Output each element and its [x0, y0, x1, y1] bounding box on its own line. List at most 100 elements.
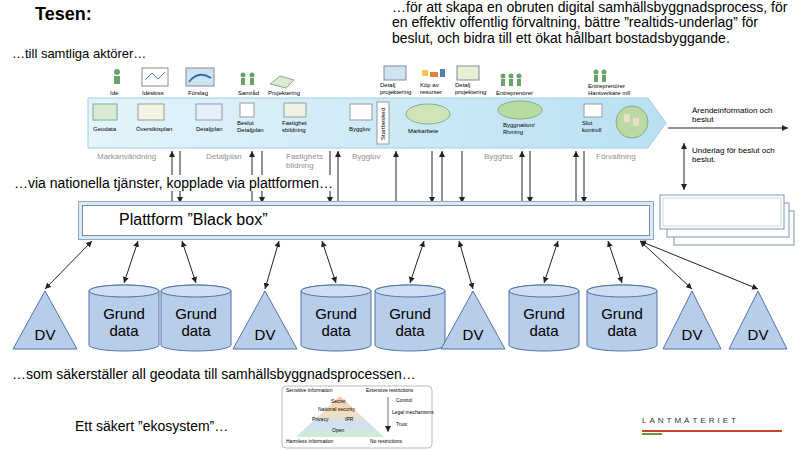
- process-icon: [250, 78, 254, 85]
- process-icon: [602, 75, 606, 82]
- node-text: Grund data: [382, 305, 438, 340]
- step-label: Markarbete: [408, 128, 438, 135]
- process-icon: [384, 66, 406, 80]
- process-icon: [93, 66, 648, 144]
- step-label: Startbesked: [380, 108, 387, 140]
- data-host-triangle: DV: [12, 290, 78, 350]
- database-cylinder: Grund data: [160, 284, 232, 352]
- pyramid-label: No restrictions: [370, 439, 402, 445]
- intro-text: …till samtliga aktörer…: [12, 47, 146, 62]
- pyramid-label: Legal mechanisms: [392, 410, 434, 416]
- cylinder-top: [301, 285, 371, 297]
- intro-text: …som säkerställer all geodata till samhä…: [12, 366, 416, 382]
- triangle-shape: [663, 291, 721, 349]
- triangle-shape: [233, 291, 297, 349]
- process-icon: [250, 73, 255, 78]
- band-platform-arrow: [522, 151, 523, 203]
- process-icon: [517, 74, 522, 79]
- cylinder-shape: [509, 285, 579, 351]
- process-band: [88, 98, 666, 148]
- process-band: [88, 98, 666, 148]
- process-icon: [509, 79, 513, 86]
- node-text: Grund data: [308, 305, 364, 340]
- process-icon: [114, 76, 120, 84]
- step-label: Slut kontroll: [582, 120, 608, 134]
- goal-text: …för att skapa en obruten digital samhäl…: [392, 0, 796, 46]
- triangle-shape: [441, 291, 505, 349]
- step-label: Idéskiss: [142, 90, 164, 97]
- security-pyramid: [388, 397, 389, 432]
- process-icon: [241, 73, 246, 78]
- node-text: Grund data: [96, 305, 152, 340]
- double-arrow-connector: [410, 241, 424, 283]
- security-pyramid: [296, 396, 384, 437]
- process-icon: [196, 104, 222, 120]
- band-platform-arrow: [396, 151, 397, 203]
- process-icon: [189, 75, 211, 82]
- data-host-triangle: DV: [232, 290, 298, 350]
- security-pyramid: [282, 386, 432, 448]
- pyramid-label: IPR: [345, 417, 353, 423]
- database-cylinder: Grund data: [508, 284, 580, 352]
- process-icon: [114, 69, 120, 75]
- output-arrow: [668, 128, 788, 129]
- band-platform-arrow: [338, 151, 339, 203]
- pyramid-label: Secret: [331, 399, 345, 405]
- phase-label: Bygglov: [350, 152, 382, 161]
- pyramid-label: National security: [318, 407, 355, 413]
- band-platform-arrow: [530, 151, 531, 203]
- phase-label: Detaljplan: [204, 152, 244, 161]
- double-arrow-connector: [544, 241, 558, 283]
- platform-box: Plattform ”Black box”: [82, 205, 650, 236]
- process-icon: [440, 69, 445, 77]
- process-icon: [602, 70, 607, 75]
- data-host-triangle: DV: [440, 290, 506, 350]
- double-arrow-connector: [459, 241, 473, 289]
- output-arrow: [668, 128, 788, 190]
- security-pyramid: [282, 386, 432, 448]
- step-label: Samråd: [238, 90, 259, 97]
- logo-stripe: [642, 431, 782, 434]
- double-arrow-connector: [640, 241, 692, 289]
- process-icon: [145, 72, 165, 80]
- process-icon: [93, 104, 117, 120]
- phase-label: Byggfas: [482, 152, 515, 161]
- process-icon: [501, 79, 505, 86]
- process-icon: [406, 104, 450, 124]
- node-text: DV: [748, 326, 769, 343]
- band-platform-arrow: [432, 151, 433, 203]
- step-label: Fastighet sbildning: [282, 120, 316, 134]
- pyramid-label: Sensitive information: [286, 388, 332, 394]
- pyramid-label: Control: [396, 398, 412, 404]
- double-arrow-connector: [608, 241, 622, 283]
- node-text: DV: [463, 326, 484, 343]
- slide-title: Tesen:: [35, 4, 92, 25]
- process-icon: [240, 103, 254, 117]
- cylinder-shape: [587, 285, 657, 351]
- process-icon: [350, 104, 372, 120]
- process-icon: [498, 101, 542, 119]
- band-platform-arrow: [584, 151, 585, 203]
- double-arrow-connector: [45, 241, 92, 289]
- cylinder-shape: [161, 285, 231, 351]
- step-label: Köp av resurser: [420, 82, 450, 96]
- pyramid-label: Open: [332, 428, 344, 434]
- logo-text: LANTMÄTERIET: [642, 416, 739, 425]
- node-text: Grund data: [168, 305, 224, 340]
- process-icon: [241, 78, 245, 85]
- database-cylinder: Grund data: [586, 284, 658, 352]
- node-text: Grund data: [594, 305, 650, 340]
- step-label: Bygglov: [349, 126, 370, 133]
- step-label: Förslag: [188, 90, 208, 97]
- band-platform-arrow: [576, 151, 577, 203]
- process-icon: [616, 106, 648, 138]
- process-icon: [142, 68, 168, 86]
- intro-text: …via nationella tjänster, kopplade via p…: [12, 175, 335, 191]
- process-icon: [594, 75, 598, 82]
- pyramid-label: Extensive restrictions: [366, 388, 413, 394]
- step-label: Översiktsplan: [136, 126, 172, 133]
- stacked-panel: [660, 195, 794, 245]
- process-icon: [457, 66, 479, 80]
- cylinder-top: [89, 285, 159, 297]
